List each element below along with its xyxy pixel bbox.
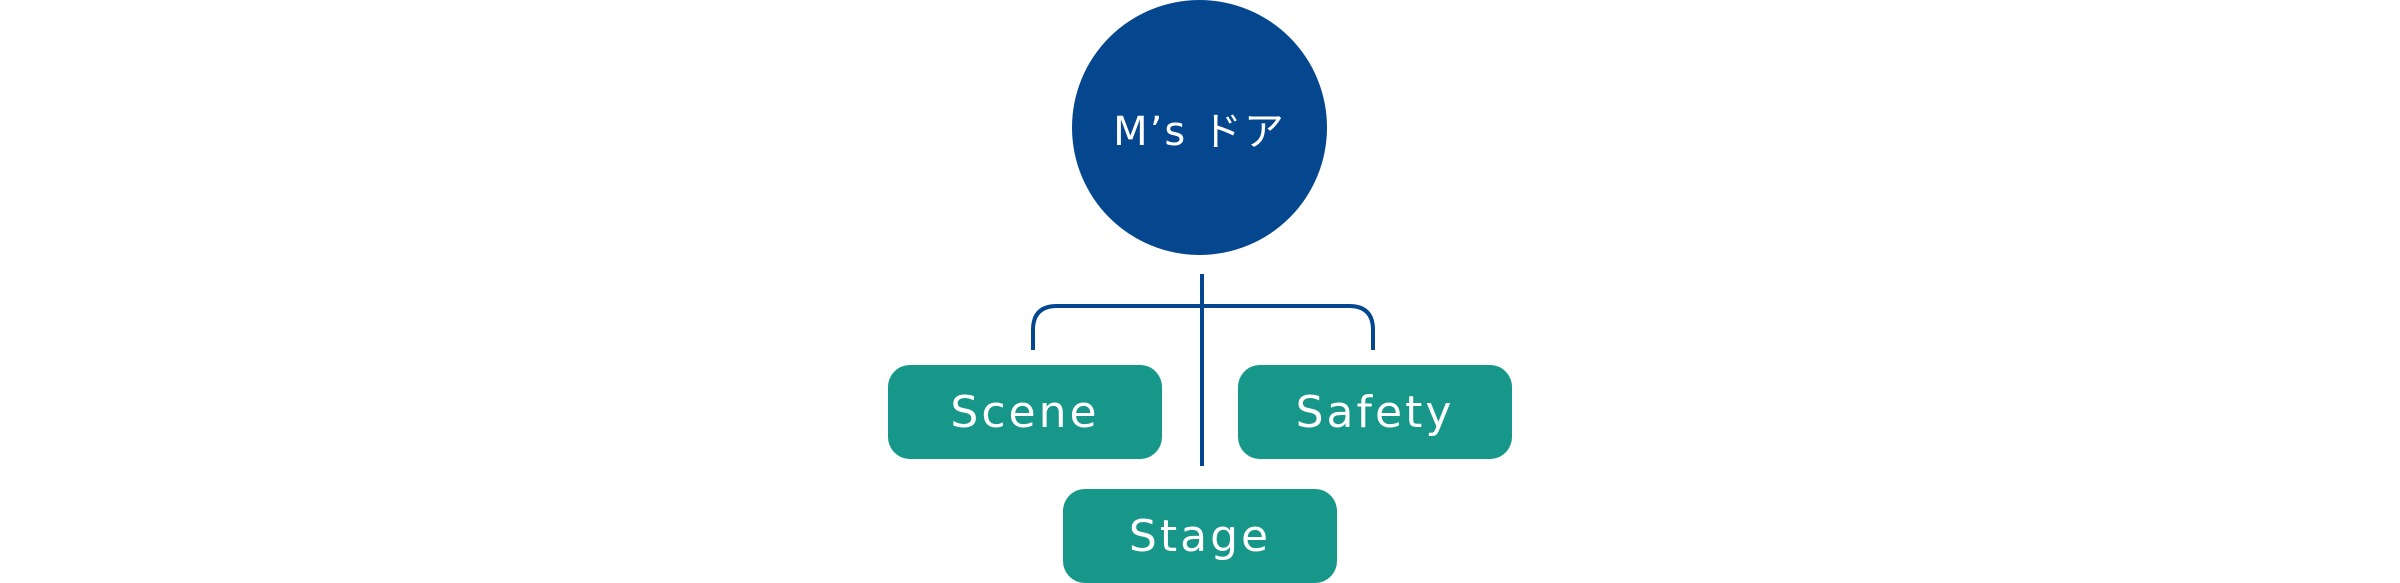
node-stage: Stage: [1063, 489, 1337, 583]
node-scene-label: Scene: [950, 386, 1100, 438]
root-node-label: M’s ドア: [1113, 108, 1286, 155]
node-safety: Safety: [1238, 365, 1512, 459]
node-scene: Scene: [888, 365, 1162, 459]
connector-branch: [1031, 304, 1375, 350]
root-node-circle: M’s ドア: [1072, 0, 1327, 255]
node-safety-label: Safety: [1295, 386, 1455, 438]
node-stage-label: Stage: [1128, 510, 1272, 562]
